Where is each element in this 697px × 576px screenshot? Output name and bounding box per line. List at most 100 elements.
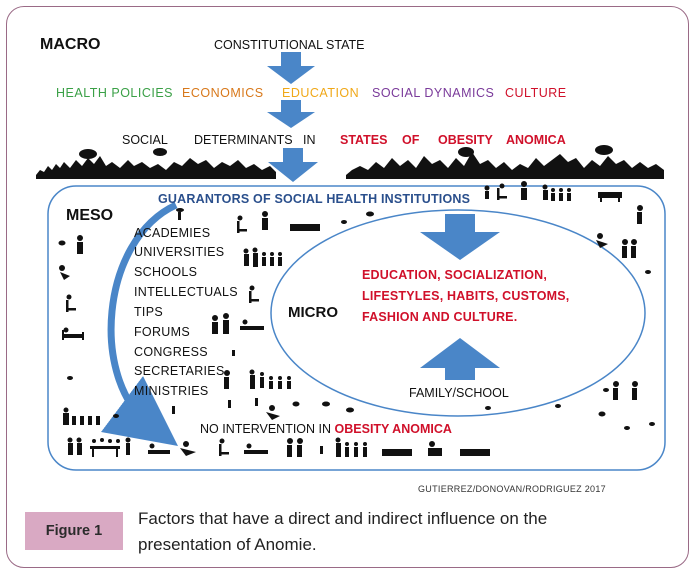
bug-icon [341, 220, 347, 224]
bed-icon [244, 443, 268, 454]
figure-caption-line: Factors that have a direct and indirect … [138, 509, 548, 528]
bug-icon [485, 406, 491, 410]
down-arrow-3 [268, 148, 318, 182]
desk-icon [66, 294, 76, 312]
institution-item: CONGRESS [134, 345, 208, 359]
coffin-icon [290, 224, 320, 231]
group-icon [335, 437, 367, 457]
coffin-icon [598, 192, 622, 202]
institution-item: TIPS [134, 305, 163, 319]
micro-text-line: LIFESTYLES, HABITS, CUSTOMS, [362, 289, 570, 303]
desk-icon [249, 285, 259, 303]
author-credit: GUTIERREZ/DONOVAN/RODRIGUEZ 2017 [418, 484, 606, 494]
institution-item: SECRETARIES [134, 364, 225, 378]
figure-frame [6, 6, 689, 568]
couple-icon [632, 381, 638, 400]
person-icon [613, 381, 619, 400]
couple-icon [287, 438, 303, 457]
people-icons [58, 181, 655, 457]
no-intervention-prefix: NO INTERVENTION IN [200, 422, 332, 436]
det-states: STATES [340, 133, 388, 147]
det-social: SOCIAL [122, 133, 168, 147]
no-intervention-label: NO INTERVENTION IN OBESITY ANOMICA [200, 422, 452, 436]
bug-icon [320, 446, 323, 454]
person-icon [521, 181, 527, 200]
bed-icon [62, 327, 84, 340]
bug-icon [113, 414, 119, 418]
bug-icon [232, 350, 235, 356]
meso-title: MESO [66, 207, 114, 224]
bug-icon [366, 211, 374, 217]
skyline-left [36, 148, 276, 179]
micro-down-arrow [420, 214, 500, 260]
institution-item: MINISTRIES [134, 384, 209, 398]
group-icon [542, 184, 571, 201]
institution-item: INTELLECTUALS [134, 285, 238, 299]
person-icon [77, 235, 83, 254]
factor-health-policies: HEALTH POLICIES [56, 86, 174, 100]
det-in: IN [303, 133, 316, 147]
institution-item: SCHOOLS [134, 265, 198, 279]
institution-item: FORUMS [134, 325, 190, 339]
table-group-icon [90, 438, 120, 457]
person-sitting-icon [484, 185, 490, 199]
bug-icon [555, 404, 561, 408]
chart-icon [63, 407, 100, 425]
person-bending-icon [266, 405, 280, 420]
constitutional-state-label: CONSTITUTIONAL STATE [214, 38, 365, 52]
person-icon [262, 211, 268, 230]
person-reading-icon [428, 441, 442, 456]
group-icon [249, 369, 291, 389]
figure-label: Figure 1 [25, 512, 123, 550]
bug-icon [67, 376, 73, 380]
family-school-label: FAMILY/SCHOOL [409, 386, 509, 400]
person-icon [125, 437, 131, 455]
person-icon [637, 205, 643, 224]
det-anomica: ANOMICA [506, 133, 566, 147]
macro-title: MACRO [40, 36, 101, 53]
bug-icon [322, 401, 330, 407]
bed-icon [240, 319, 264, 330]
coffin-icon [460, 449, 490, 456]
person-bending-icon [596, 233, 608, 248]
factor-social-dynamics: SOCIAL DYNAMICS [372, 86, 495, 100]
desk-icon [219, 438, 229, 456]
institution-item: UNIVERSITIES [134, 245, 225, 259]
bug-icon [624, 426, 630, 430]
det-obesity: OBESITY [438, 133, 493, 147]
skyline-right [346, 145, 664, 179]
no-intervention-highlight: OBESITY ANOMICA [334, 422, 452, 436]
desk-icon [497, 183, 507, 200]
bug-icon [255, 398, 258, 406]
couple-icon [212, 313, 229, 334]
bug-icon [292, 401, 300, 407]
bug-icon [645, 270, 651, 274]
bug-icon [176, 208, 184, 220]
factor-education: EDUCATION [282, 86, 360, 100]
figure-caption-line: presentation of Anomie. [138, 535, 317, 554]
desk-icon [237, 215, 247, 233]
bug-icon [58, 240, 66, 246]
bug-icon [172, 406, 175, 414]
person-bending-icon [59, 265, 70, 280]
group-icon [67, 437, 82, 455]
curved-arrow [100, 201, 178, 447]
institution-item: ACADEMIES [134, 226, 211, 240]
group-icon [243, 247, 282, 267]
meso-box [47, 185, 666, 471]
bug-icon [228, 400, 231, 408]
det-determinants: DETERMINANTS [194, 133, 293, 147]
couple-icon [622, 239, 637, 258]
factor-culture: CULTURE [505, 86, 567, 100]
micro-up-arrow [420, 338, 500, 380]
bug-icon [603, 388, 609, 392]
down-arrow-1 [267, 52, 315, 84]
det-of: OF [402, 133, 420, 147]
guarantors-heading: GUARANTORS OF SOCIAL HEALTH INSTITUTIONS [158, 192, 471, 206]
micro-text-line: FASHION AND CULTURE. [362, 310, 518, 324]
bug-icon [598, 411, 606, 417]
down-arrow-2 [267, 100, 315, 128]
micro-ellipse [270, 209, 646, 417]
micro-text-line: EDUCATION, SOCIALIZATION, [362, 268, 548, 282]
person-bending-icon [180, 441, 196, 456]
